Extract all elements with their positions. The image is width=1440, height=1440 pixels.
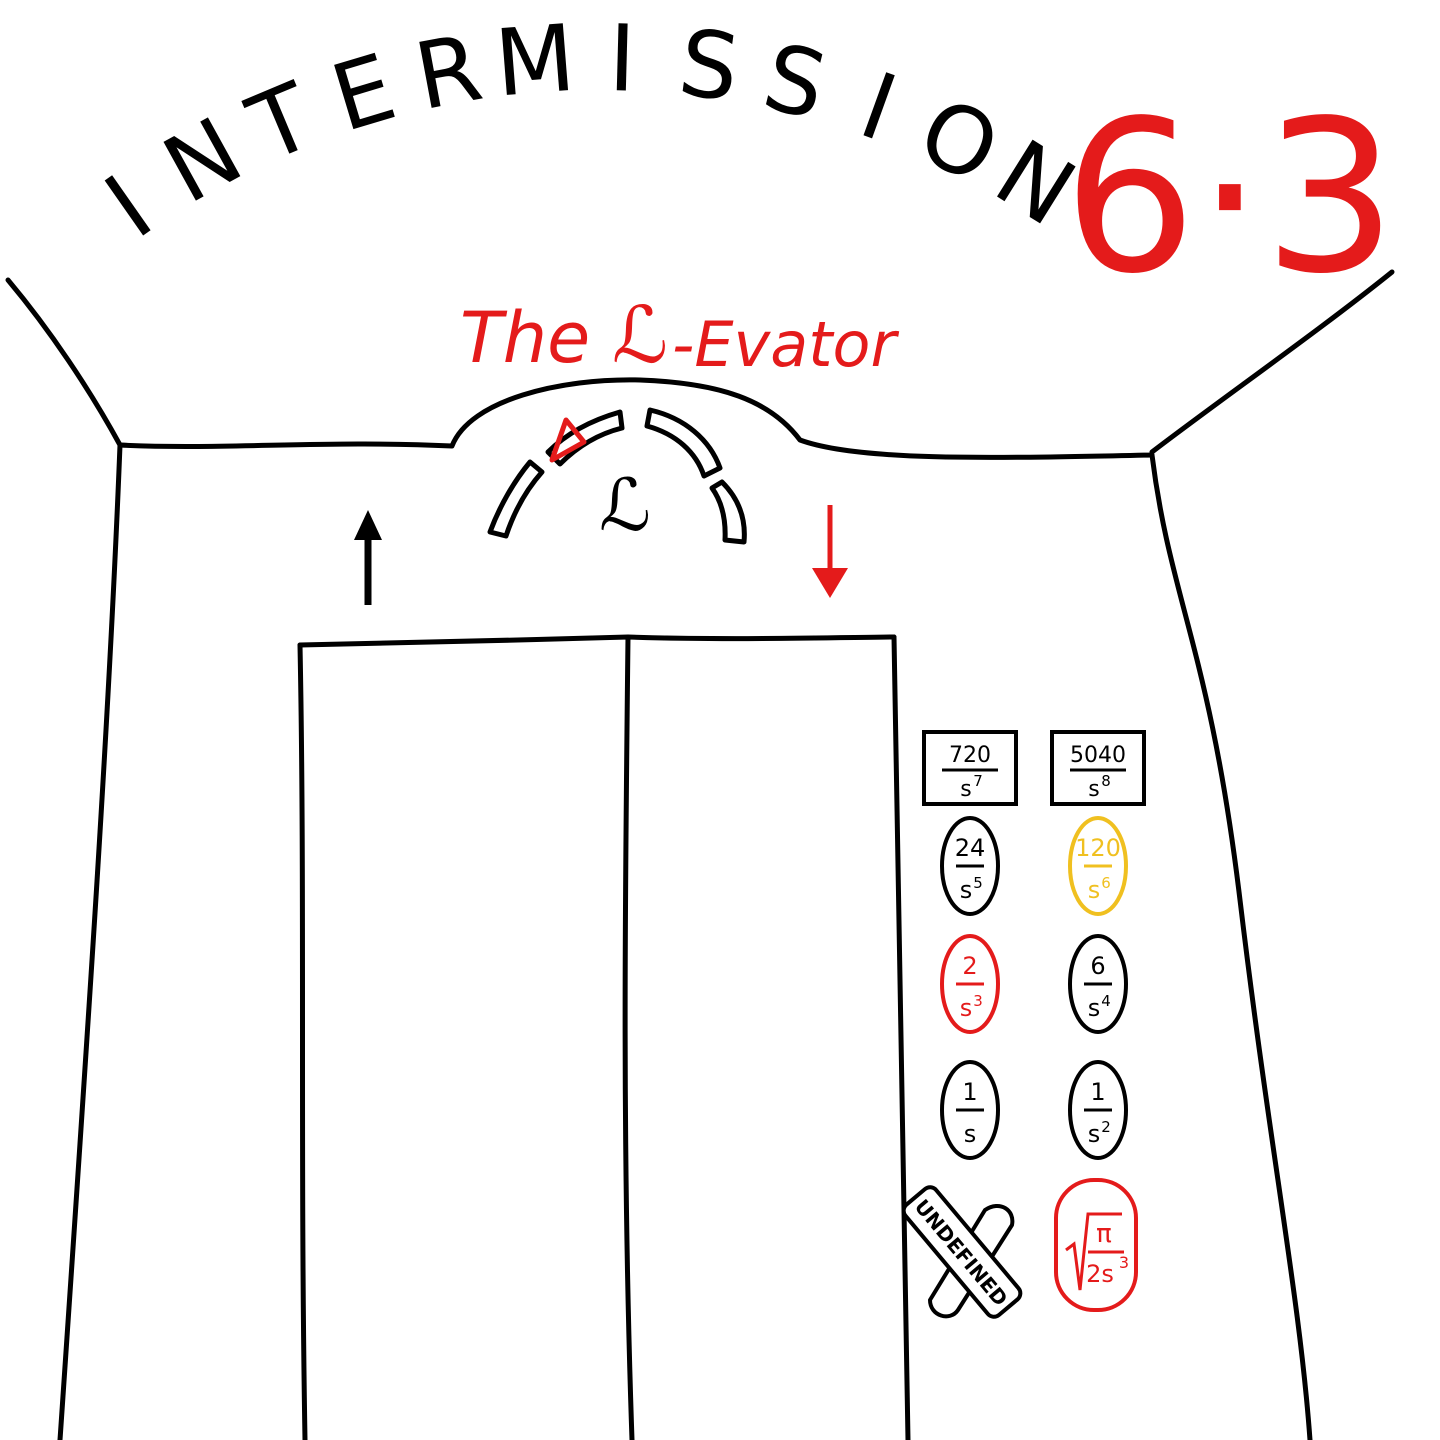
dial-segment-3 [644,407,723,479]
sign-symbol: ℒ [612,291,668,381]
button-denominator: s [960,876,973,904]
button-outline [922,730,1018,806]
sign-prefix: The [460,297,590,379]
button-outline [1068,934,1128,1034]
button-denominator: s [1088,1120,1101,1148]
button-numerator: 1 [962,1078,977,1106]
elevator-doors[interactable] [297,634,911,1440]
button-outline [940,934,1000,1034]
button-exponent: 3 [973,992,983,1010]
dial-segment-4 [709,479,747,545]
title-letter: R [407,14,490,131]
button-denominator: s [960,994,973,1022]
triangle-pointer-icon [549,417,587,463]
button-outline [1050,730,1146,806]
sign-suffix: -Evator [672,308,899,381]
sqrt-exponent: 3 [1119,1253,1129,1272]
left-wall-line [57,442,123,1440]
header-line [117,377,1155,460]
right-wall-line [1149,452,1313,1440]
button-exponent: 8 [1101,772,1111,790]
indicator-symbol: ℒ [599,463,651,547]
door-right-edge [891,634,911,1440]
undefined-button[interactable]: UNDEFINED [900,1184,1023,1320]
button-exponent: 6 [1101,874,1111,892]
title-number: 6·3 [1063,75,1397,320]
dial-segment-2 [545,409,625,467]
button-numerator: 1 [1090,1078,1105,1106]
sqrt-denominator: 2s [1086,1260,1114,1288]
title-letter: I [848,52,910,162]
title-letter: M [491,5,579,118]
sqrt-radical-icon [1065,1212,1122,1291]
sqrt-pi-button[interactable]: π 2s 3 [1054,1178,1138,1312]
up-arrow-icon [354,510,382,605]
button-exponent: 7 [973,772,983,790]
button-numerator: 2 [962,952,977,980]
button-denominator: s [1088,994,1101,1022]
dial-segment-1 [487,459,545,539]
floor-indicator: ℒ [487,407,747,547]
button-denominator: s [960,777,971,802]
elevator-sign: The ℒ -Evator [460,291,899,381]
button-denominator: s [1088,876,1101,904]
button-exponent: 2 [1101,1118,1111,1136]
button-numerator: 6 [1090,952,1105,980]
button-denominator: s [1088,777,1099,802]
ceiling-left-edge [5,277,123,448]
sqrt-numerator: π [1096,1219,1112,1249]
door-frame-top [297,634,897,648]
tape-strip-front [901,1185,1023,1319]
button-outline [1068,1060,1128,1160]
button-numerator: 5040 [1070,743,1126,768]
button-outline [940,816,1000,916]
title-letter: E [320,34,406,153]
down-arrow-icon [812,505,848,598]
ceiling-right-edge [1149,269,1395,455]
title-letter: I [607,5,637,113]
door-left-edge [297,642,308,1440]
title-letter: I [87,155,171,258]
title-letter: T [234,62,329,183]
button-numerator: 720 [949,743,991,768]
door-center-seam[interactable] [622,634,635,1440]
floor-button-4-1[interactable]: 1s [940,1060,1000,1160]
title-letter: N [147,97,259,224]
title-letter: S [754,23,836,141]
button-numerator: 24 [955,834,986,862]
button-outline [1068,816,1128,916]
sqrt-button-outline [1054,1178,1138,1312]
title-letter: S [673,9,745,123]
button-outline [940,1060,1000,1160]
button-numerator: 120 [1075,834,1121,862]
button-denominator: s [964,1120,977,1148]
button-exponent: 4 [1101,992,1111,1010]
room-outline [5,269,1395,1440]
button-exponent: 5 [973,874,983,892]
